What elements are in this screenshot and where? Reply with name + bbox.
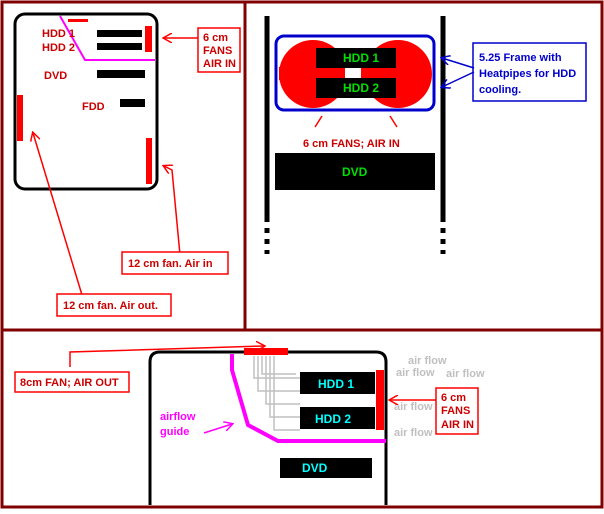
- hdd1-label: HDD 1: [42, 28, 75, 40]
- dvd-label: DVD: [44, 70, 67, 82]
- case-outline: [13, 12, 159, 191]
- air-flow-label: air flow: [394, 427, 433, 439]
- fdd-bay: [120, 99, 145, 107]
- airflow-lines: [253, 356, 300, 431]
- hdd2-label: HDD 2: [42, 42, 75, 54]
- fans-in-line2: FANS: [441, 405, 470, 417]
- airflow-line: [273, 356, 300, 431]
- air-flow-label: air flow: [408, 355, 447, 367]
- front-fan-6cm: [145, 26, 152, 52]
- air-flow-label: air flow: [396, 367, 435, 379]
- hdd1-label: HDD 1: [318, 377, 354, 391]
- fan-12cm-in-arrow: [164, 166, 181, 256]
- hdd2-drive: [316, 78, 396, 98]
- dvd-label: DVD: [302, 461, 328, 475]
- air-flow-label: air flow: [446, 368, 485, 380]
- airflow-line: [257, 356, 300, 392]
- hdd2-label: HDD 2: [315, 412, 351, 426]
- airflow-guide: [230, 354, 386, 443]
- airflow-line: [269, 356, 300, 418]
- fan-12cm-out-callout-box: [56, 293, 172, 317]
- frame-525-outline: [274, 34, 436, 112]
- fan-12cm-in-label: 12 cm fan. Air in: [128, 258, 213, 270]
- heatpipe-gap: [345, 68, 361, 79]
- frame-callout-arrow-2: [442, 71, 475, 87]
- hdd1-drive: [316, 48, 396, 68]
- fans-in-line1: 6 cm: [203, 32, 228, 44]
- fan-right-tick: [389, 115, 398, 128]
- airflow-guide-line: [59, 15, 155, 61]
- fan-left-tick: [314, 115, 323, 128]
- fans-air-in-label: 6 cm FANS; AIR IN: [303, 138, 400, 150]
- front-fan-12cm: [146, 138, 152, 184]
- fan-8cm-arrow: [69, 346, 264, 367]
- hdd1-bay: [97, 30, 142, 37]
- airflow-guide-label-line2: guide: [160, 426, 189, 438]
- airflow-line: [261, 356, 296, 375]
- airflow-guide-arrow: [203, 424, 232, 434]
- fan-12cm-in-callout-box: [121, 251, 229, 275]
- fans-in-callout-box: [197, 27, 241, 73]
- hdd1-label: HDD 1: [343, 51, 379, 65]
- panel-top-left: HDD 1 HDD 2 DVD FDD 6 cm FANS AIR IN 12 …: [13, 12, 241, 317]
- dvd-bay: [97, 70, 145, 78]
- fans-in-line3: AIR IN: [441, 419, 474, 431]
- frame-callout-line1: 5.25 Frame with: [479, 52, 562, 64]
- fdd-label: FDD: [82, 101, 105, 113]
- dvd-label: DVD: [342, 165, 368, 179]
- frame-callout-line3: cooling.: [479, 84, 521, 96]
- hdd1-drive: [300, 372, 375, 394]
- frame-callout-arrow-1: [442, 58, 475, 69]
- fan-8cm-label: 8cm FAN; AIR OUT: [20, 377, 119, 389]
- fans-in-line1: 6 cm: [441, 392, 466, 404]
- panel-top-right: HDD 1 HDD 2 6 cm FANS; AIR IN DVD 5.25 F…: [264, 16, 587, 254]
- hdd2-drive: [300, 407, 375, 429]
- airflow-guide-label-line1: airflow: [160, 411, 196, 423]
- top-fan-8cm: [244, 348, 288, 355]
- fans-in-callout-box: [435, 387, 479, 435]
- fan-12cm-out-arrow: [33, 133, 83, 296]
- fan-12cm-out-label: 12 cm fan. Air out.: [63, 300, 158, 312]
- dvd-drive: [280, 458, 372, 478]
- hdd2-bay: [97, 43, 142, 50]
- frame-callout-line2: Heatpipes for HDD: [479, 68, 576, 80]
- panel-bottom: 8cm FAN; AIR OUT HDD 1 HDD 2 DVD airflow…: [14, 346, 485, 505]
- airflow-line: [253, 356, 300, 379]
- fan-8cm-callout-box: [14, 371, 130, 393]
- front-fans-6cm: [376, 370, 384, 430]
- dvd-drive: [275, 153, 435, 190]
- fans-in-line3: AIR IN: [203, 58, 236, 70]
- airflow-line: [265, 356, 300, 405]
- hdd2-label: HDD 2: [343, 81, 379, 95]
- fans-in-line2: FANS: [203, 45, 232, 57]
- rear-fan-12cm: [17, 95, 23, 141]
- top-fan-mark: [68, 19, 88, 22]
- air-flow-label: air flow: [394, 401, 433, 413]
